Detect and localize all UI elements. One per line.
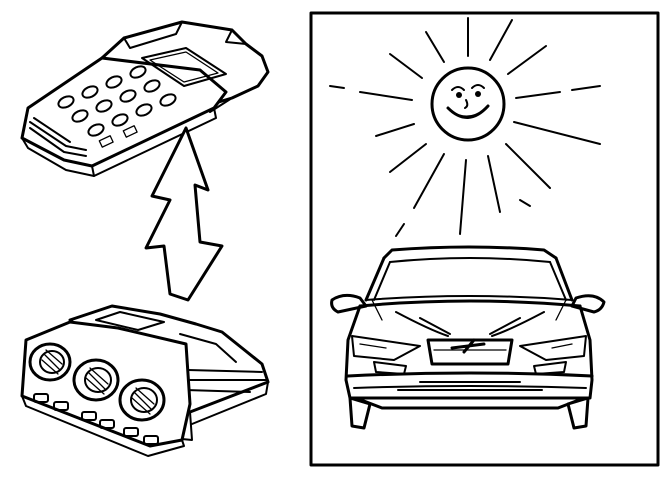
sun-face — [446, 84, 490, 119]
scene-frame — [309, 11, 660, 467]
sun-rays — [329, 17, 601, 237]
smiling-sun-icon — [329, 17, 601, 237]
knob-middle — [72, 358, 120, 402]
keypad — [57, 65, 177, 148]
climate-control-panel-icon — [20, 304, 270, 457]
handheld-diagnostic-tool-icon — [20, 20, 270, 177]
knob-left — [28, 342, 72, 382]
knob-right — [118, 378, 166, 422]
car-front-view-icon — [330, 245, 606, 430]
double-arrow-icon — [144, 126, 224, 302]
